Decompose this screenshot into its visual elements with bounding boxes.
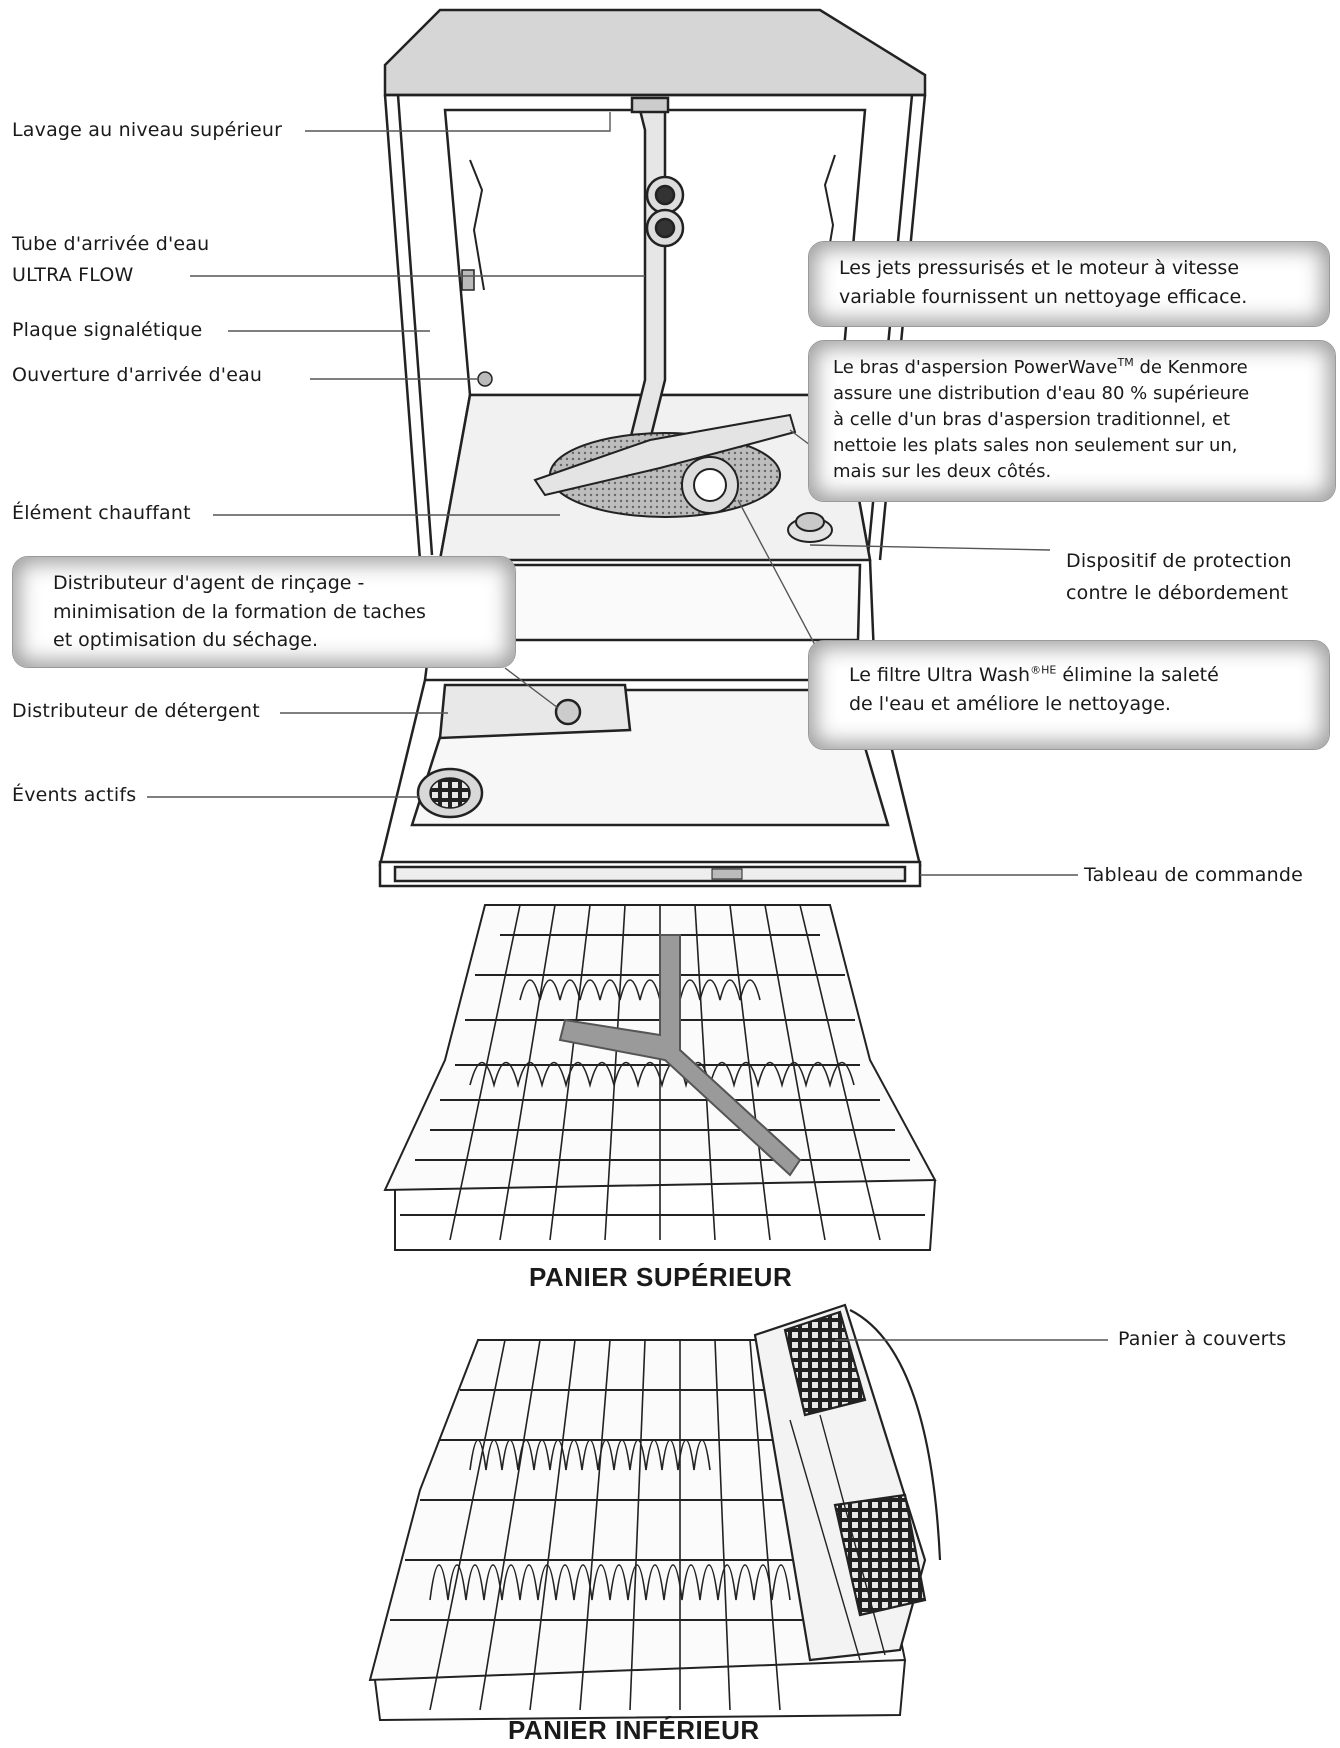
upper-rack-illustration — [383, 904, 937, 1251]
lower-rack-title: PANIER INFÉRIEUR — [508, 1715, 760, 1745]
rinse-aid-line2: minimisation de la formation de taches — [53, 600, 426, 623]
powerwave-line5: mais sur les deux côtés. — [833, 461, 1052, 483]
label-overflow-line2: contre le débordement — [1066, 582, 1289, 604]
label-top-wash: Lavage au niveau supérieur — [12, 119, 283, 141]
label-overflow-line1: Dispositif de protection — [1066, 550, 1292, 572]
filter-callout: Le filtre Ultra Wash®HE élimine la salet… — [808, 640, 1330, 750]
label-ultra-flow-line1: Tube d'arrivée d'eau — [12, 233, 210, 255]
upper-rack-title: PANIER SUPÉRIEUR — [529, 1262, 793, 1292]
rinse-aid-callout: Distributeur d'agent de rinçage - minimi… — [12, 556, 516, 668]
jets-callout: Les jets pressurisés et le moteur à vite… — [808, 241, 1330, 327]
powerwave-line3: à celle d'un bras d'aspersion traditionn… — [833, 409, 1231, 431]
label-detergent-dispenser: Distributeur de détergent — [12, 700, 260, 722]
leader-lines — [147, 112, 1108, 1341]
rinse-aid-line3: et optimisation du séchage. — [53, 629, 319, 651]
overflow-protection-device — [787, 512, 833, 543]
rinse-aid-line1: Distributeur d'agent de rinçage - — [53, 572, 365, 594]
label-silverware-basket: Panier à couverts — [1118, 1328, 1287, 1350]
powerwave-line2: assure une distribution d'eau 80 % supér… — [833, 383, 1250, 405]
filter-line1-b: élimine la saleté — [1056, 664, 1219, 686]
powerwave-spray-arm — [533, 413, 797, 518]
label-water-inlet: Ouverture d'arrivée d'eau — [12, 364, 263, 386]
powerwave-callout: Le bras d'aspersion PowerWaveTM de Kenmo… — [808, 340, 1336, 502]
label-active-vents: Évents actifs — [12, 784, 137, 806]
label-control-panel: Tableau de commande — [1084, 864, 1303, 886]
dishwasher-door — [378, 559, 922, 888]
filter-sup: ®HE — [1030, 663, 1057, 677]
jets-line2: variable fournissent un nettoyage effica… — [839, 285, 1248, 308]
silverware-basket-illustration — [753, 1303, 942, 1662]
powerwave-tm: TM — [1117, 356, 1134, 369]
jets-line1: Les jets pressurisés et le moteur à vite… — [839, 257, 1240, 279]
label-ultra-flow-line2: ULTRA FLOW — [12, 264, 134, 286]
label-rating-plate: Plaque signalétique — [12, 319, 203, 341]
filter-line2: de l'eau et améliore le nettoyage. — [849, 692, 1171, 715]
filter-line1-a: Le filtre Ultra Wash — [849, 664, 1031, 686]
powerwave-line1-a: Le bras d'aspersion PowerWave — [833, 357, 1118, 378]
label-heating-element: Élément chauffant — [12, 502, 191, 524]
powerwave-line4: nettoie les plats sales non seulement su… — [833, 435, 1238, 457]
powerwave-line1-b: de Kenmore — [1133, 357, 1248, 378]
